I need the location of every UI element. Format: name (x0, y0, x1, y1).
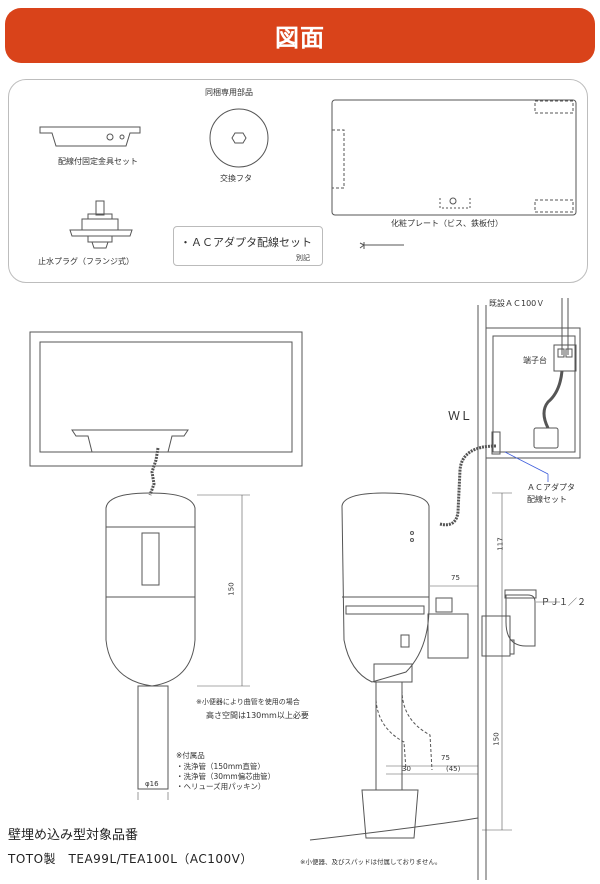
target-models-heading: 壁埋め込み型対象品番 (8, 828, 139, 843)
adapter-callout-line2: 配線セット (527, 495, 567, 504)
stop-plug-drawing (69, 200, 133, 249)
target-models: TOTO製 TEA99L/TEA100L（AC100V） (8, 852, 253, 866)
note-curve-line2: 高さ空間は130mm以上必要 (206, 711, 309, 720)
dim-117: 117 (496, 537, 505, 551)
wl-label: ＷＬ (448, 409, 473, 423)
stop-plug-label: 止水プラグ（フランジ式） (38, 257, 134, 266)
cosmetic-plate-drawing (331, 99, 577, 249)
dim-75-bottom: 75 (441, 754, 450, 762)
accessory-item: ・ヘリューズ用パッキン） (176, 782, 266, 791)
dim-150-side: 150 (492, 732, 501, 746)
plate-label: 化粧プレート（ビス、鉄板付） (391, 219, 503, 228)
existing-cable (561, 298, 569, 355)
pj-pipe (504, 589, 537, 655)
front-valve-body (105, 492, 196, 687)
parts-box (8, 79, 588, 283)
side-dimensions (386, 492, 560, 831)
front-plate-drawing (29, 331, 303, 467)
pj-label: ＰＪ１／２ (541, 598, 587, 608)
front-dimensions (137, 494, 250, 800)
note-curve-line1: ※小便器により曲管を使用の場合 (196, 698, 300, 706)
dim-30: 30 (402, 765, 411, 773)
bracket-label: 配線付固定金具セット (58, 157, 138, 166)
page-title: 図面 (275, 24, 325, 52)
accessories-title: ※付属品 (176, 751, 205, 760)
dim-150-front: 150 (227, 582, 236, 596)
adapter-set-box (173, 226, 323, 266)
adapter-callout-line1: ＡＣアダプタ (527, 483, 575, 492)
terminal-label: 端子台 (523, 356, 547, 365)
fixing-bracket-drawing (39, 126, 141, 147)
adapter-note: 別記 (296, 254, 310, 262)
accessory-item: ・洗浄管（150mm直管） (176, 762, 265, 771)
cap-label: 交換フタ (220, 174, 252, 183)
adapter-label: ・ＡＣアダプタ配線セット (180, 236, 312, 249)
adapter-callout (504, 451, 549, 482)
existing-ac-label: 既設ＡＣ100Ｖ (489, 299, 545, 308)
title-banner: 図面 (5, 8, 595, 63)
front-flex-hose (148, 447, 160, 496)
parts-heading: 同梱専用部品 (205, 88, 253, 97)
dim-phi16: φ16 (145, 780, 159, 788)
side-valve-body (341, 492, 511, 683)
side-flush-pipe (309, 682, 479, 841)
disclaimer: ※小便器、及びスパッドは付属しておりません。 (300, 858, 442, 866)
side-flex-hose (439, 444, 497, 527)
wall-lines (477, 305, 487, 880)
exchange-cap-drawing (209, 108, 269, 168)
front-flush-pipe (137, 685, 169, 790)
dim-75-top: 75 (451, 574, 460, 582)
dim-45: (45) (446, 765, 461, 773)
wall-box (485, 327, 581, 459)
accessory-item: ・洗浄管（30mm偏芯曲管） (176, 772, 276, 781)
